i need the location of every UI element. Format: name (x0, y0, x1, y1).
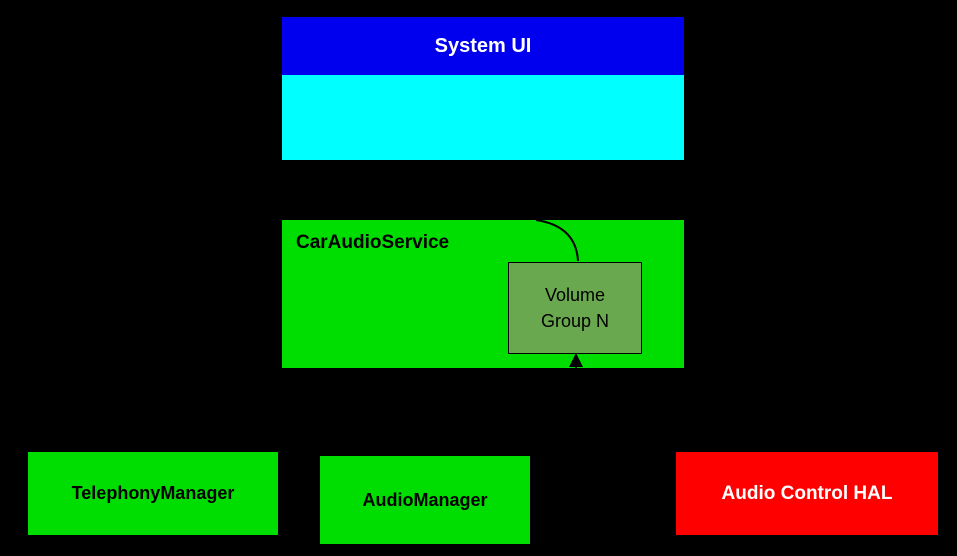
audio-manager-box: AudioManager (320, 456, 530, 544)
system-ui-label: System UI (434, 34, 532, 57)
volume-group-box: Volume Group N (508, 262, 642, 354)
audio-control-hal-label: Audio Control HAL (721, 482, 893, 504)
telephony-manager-label: TelephonyManager (71, 483, 235, 503)
audio-control-hal-box: Audio Control HAL (676, 452, 938, 535)
system-ui-box: System UI (282, 17, 684, 75)
system-ui-body (282, 75, 684, 160)
car-audio-service-label: CarAudioService (296, 232, 450, 253)
volume-group-label-line2: Group N (540, 311, 610, 331)
volume-group-label-line1: Volume (544, 285, 606, 305)
audio-manager-label: AudioManager (362, 489, 488, 510)
telephony-manager-box: TelephonyManager (28, 452, 278, 535)
